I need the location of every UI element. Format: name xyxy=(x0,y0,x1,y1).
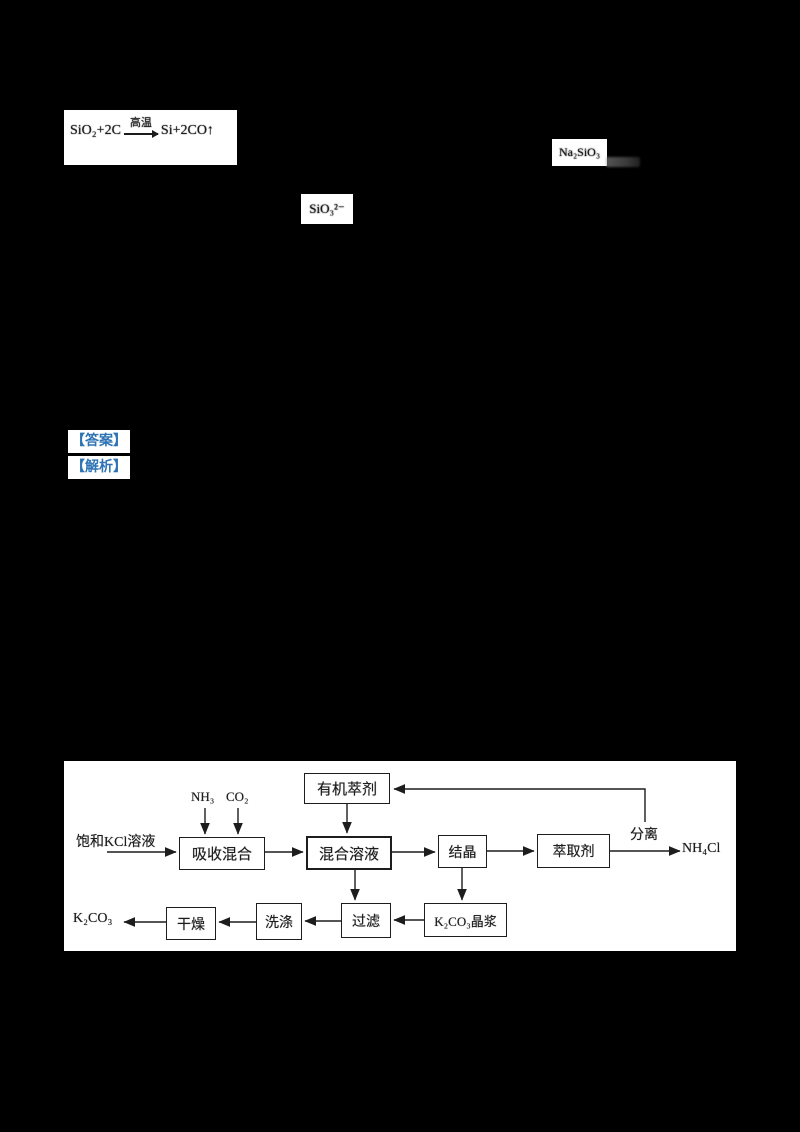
condition-label: 高温 xyxy=(129,117,152,129)
inline-formula-right: Na₂SiO₃ xyxy=(552,139,607,166)
flow-box-k2co3-slurry: K₂CO₃晶浆 xyxy=(424,903,507,937)
flow-arrows xyxy=(107,784,681,927)
flow-label-co2: CO₂ xyxy=(226,789,249,804)
inline-formula-middle: SiO₃²⁻ xyxy=(301,194,353,224)
flow-box-mixed-solution: 混合溶液 xyxy=(306,836,392,870)
reaction-equation: SiO₂+2C 高温 Si+2CO↑ xyxy=(70,117,237,139)
flow-box-extractant: 萃取剂 xyxy=(537,834,610,868)
flow-box-crystallize: 结晶 xyxy=(438,835,487,868)
reaction-arrow-icon xyxy=(123,129,159,138)
flowchart-image: 有机萃剂 吸收混合 混合溶液 结晶 萃取剂 过滤 K₂CO₃晶浆 洗涤 干燥 N… xyxy=(64,761,736,951)
flow-box-filter: 过滤 xyxy=(341,903,391,938)
flow-box-dry: 干燥 xyxy=(166,907,216,940)
equation-reactants: SiO₂+2C xyxy=(70,123,121,139)
analysis-label: 【解析】 xyxy=(68,456,130,479)
reaction-condition-arrow: 高温 xyxy=(123,117,159,138)
answer-label: 【答案】 xyxy=(68,430,130,453)
flow-label-nh4cl: NH₄Cl xyxy=(682,841,721,856)
flow-box-wash: 洗涤 xyxy=(256,903,302,940)
flow-box-absorb-mix: 吸收混合 xyxy=(179,837,265,870)
flow-label-k2co3-product: K₂CO₃ xyxy=(73,911,113,926)
flow-label-nh3: NH₃ xyxy=(191,789,215,804)
flow-label-separation: 分离 xyxy=(630,828,658,843)
equation-products: Si+2CO↑ xyxy=(160,123,214,139)
flow-box-organic-extractant: 有机萃剂 xyxy=(304,773,390,804)
formula-smudge xyxy=(606,157,640,167)
equation-image: SiO₂+2C 高温 Si+2CO↑ xyxy=(64,110,237,165)
flow-label-kcl-feed: 饱和KCl溶液 xyxy=(76,835,156,850)
